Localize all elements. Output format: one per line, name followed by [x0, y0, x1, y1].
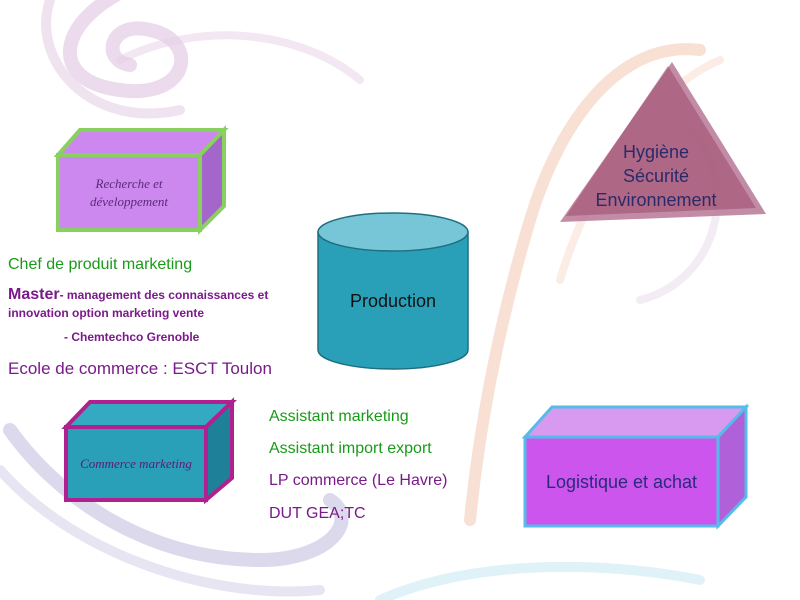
triangle-hse — [560, 62, 766, 222]
swirl-top-arc — [116, 31, 364, 84]
box-logistique-label: Logistique et achat — [545, 471, 698, 492]
text-master-line2: innovation option marketing vente — [8, 306, 205, 320]
box-recherche — [53, 125, 229, 235]
box-logistique-top — [521, 405, 750, 439]
swirl-top-left-2 — [41, 0, 185, 119]
box-recherche-front — [56, 153, 202, 232]
box-recherche-label: Recherche et développement — [90, 176, 168, 209]
cylinder-production-label: Production — [349, 290, 437, 311]
triangle-hse-label: Hygiène Sécurité Environnement — [576, 140, 736, 212]
swirl-bottom-right — [375, 561, 705, 600]
swirl-bottom-left-2 — [0, 465, 325, 597]
box-commerce — [61, 397, 237, 505]
text-dut: DUT GEA;TC — [269, 505, 366, 522]
triangle-line-environnement: Environnement — [595, 190, 717, 210]
swirl-bottom-left — [3, 423, 349, 568]
triangle-line-securite: Sécurité — [622, 166, 690, 186]
text-chemtechco: - Chemtechco Grenoble — [64, 330, 200, 344]
box-logistique — [521, 403, 750, 530]
text-master-rest: - management des connaissances et — [59, 288, 269, 302]
box-commerce-label: Commerce marketing — [80, 456, 192, 471]
triangle-hse-front — [566, 66, 756, 216]
text-assistant-import-export: Assistant import export — [269, 440, 432, 457]
text-assistant-marketing: Assistant marketing — [269, 408, 409, 425]
cylinder-body — [317, 231, 469, 370]
text-lp-commerce: LP commerce (Le Havre) — [269, 472, 448, 489]
text-master: Master- management des connaissances et — [8, 286, 268, 304]
box-recherche-top — [53, 128, 229, 157]
triangle-line-hygiene: Hygiène — [622, 142, 690, 162]
swirl-top-left — [62, 0, 189, 99]
box-logistique-front — [523, 435, 720, 528]
swirl-center-ribbon — [464, 43, 706, 526]
cylinder-production — [317, 212, 469, 370]
text-master-strong: Master — [8, 286, 60, 303]
box-commerce-front — [64, 425, 208, 502]
text-ecole-commerce: Ecole de commerce : ESCT Toulon — [8, 359, 272, 378]
text-chef-produit: Chef de produit marketing — [8, 256, 193, 273]
cylinder-top — [317, 212, 469, 252]
